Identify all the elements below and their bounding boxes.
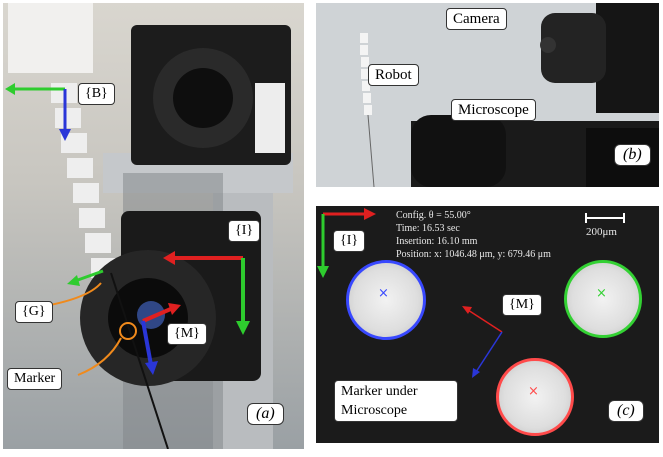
- robot-snake: [360, 33, 372, 115]
- camera-sticker: [255, 83, 285, 153]
- marker-center-blue: ×: [378, 286, 389, 301]
- frame-m-x-axis: [467, 309, 503, 333]
- marker-circle-blue: [346, 260, 426, 340]
- support-pole: [8, 3, 93, 73]
- frame-m-label: {M}: [502, 294, 542, 316]
- frame-m-z-axis: [475, 331, 503, 373]
- scale-bar-label: 200μm: [586, 226, 617, 238]
- panel-b-scene: [316, 3, 659, 187]
- marker-caption: Marker under Microscope: [334, 380, 458, 422]
- panel-c-label: (c): [608, 400, 644, 422]
- marker-center-red: ×: [528, 384, 539, 399]
- marker-leader-line: [77, 337, 122, 376]
- panel-a-scene: [5, 3, 293, 449]
- marker-caption-line1: Marker under: [341, 384, 418, 399]
- insertion-text: Insertion: 16.10 mm: [396, 236, 478, 247]
- frame-g-axis: [74, 269, 104, 283]
- camera-body: [596, 3, 659, 113]
- frame-i-label: {I}: [333, 230, 366, 252]
- frame-m-x-axis: [142, 306, 174, 323]
- marker-circle-green: [564, 260, 642, 338]
- marker-circle-red: [496, 358, 574, 436]
- config-text: Config. θ = 55.00°: [396, 210, 471, 221]
- frame-g-label: {G}: [15, 301, 53, 323]
- marker-circle: [119, 322, 137, 340]
- camera-lens-inner: [173, 68, 233, 128]
- microscope-eyepiece: [411, 115, 506, 187]
- microscope-label: Microscope: [451, 99, 536, 121]
- frame-i-label: {I}: [228, 220, 261, 242]
- panel-b-label: (b): [614, 144, 651, 166]
- robot-needle: [367, 114, 375, 187]
- panel-a-photo: {B} {I} {G} {M} Marker (a): [3, 3, 304, 449]
- frame-m-label: {M}: [167, 323, 207, 345]
- marker-center-green: ×: [596, 286, 607, 301]
- panel-a-label: (a): [247, 403, 284, 425]
- frame-m-z-axis: [141, 320, 153, 366]
- robot-label: Robot: [368, 64, 419, 86]
- camera-lens: [541, 13, 606, 83]
- marker-caption-line2: Microscope: [341, 403, 408, 418]
- position-text: Position: x: 1046.48 μm, y: 679.46 μm: [396, 249, 551, 260]
- frame-b-label: {B}: [78, 83, 115, 105]
- needle: [110, 272, 169, 449]
- time-text: Time: 16.53 sec: [396, 223, 460, 234]
- panel-b-photo: Camera Robot Microscope (b): [316, 3, 659, 187]
- panel-c-overlay: [317, 208, 625, 378]
- camera-label: Camera: [446, 8, 507, 30]
- marker-label: Marker: [7, 368, 63, 390]
- panel-c-microscope-view: × × × Config. θ = 55.00° Time: 16.53 sec…: [316, 206, 659, 443]
